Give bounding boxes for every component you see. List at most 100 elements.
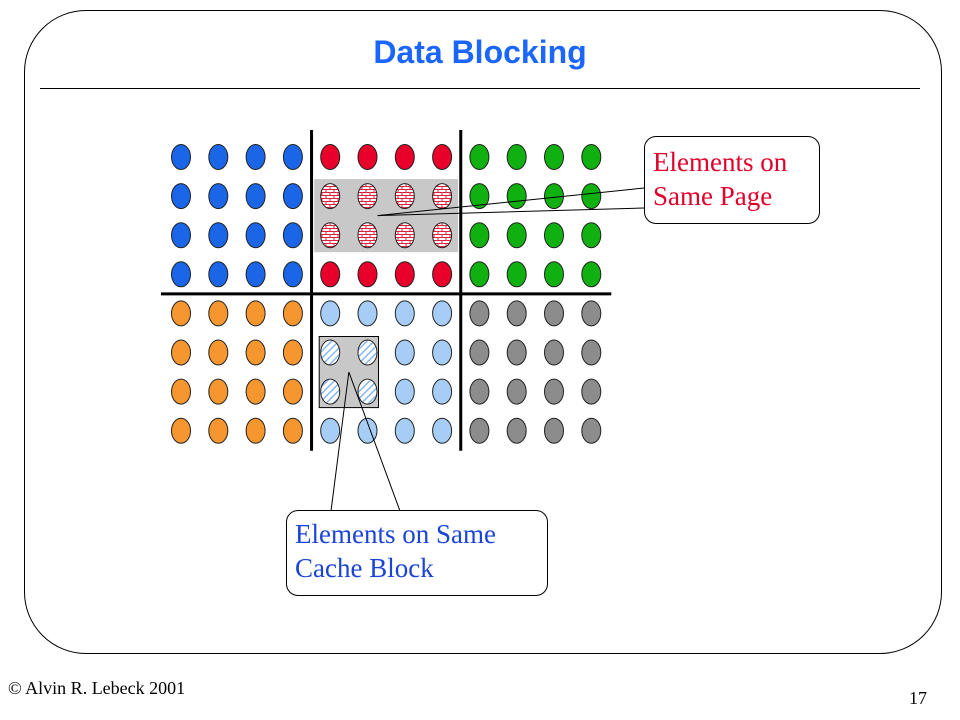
grid-element — [544, 417, 564, 444]
slide-title: Data Blocking — [373, 34, 587, 70]
callout-same-page: Elements on Same Page — [644, 136, 820, 224]
grid-element — [282, 222, 303, 249]
slide-frame — [24, 10, 942, 654]
grid-element — [282, 378, 303, 405]
grid-element — [282, 261, 303, 288]
title-divider — [40, 88, 920, 89]
grid-element — [208, 378, 229, 405]
grid-element — [581, 261, 602, 288]
grid-element — [245, 222, 266, 249]
page-element — [357, 222, 378, 249]
grid-element — [506, 261, 527, 288]
grid-element — [208, 222, 229, 249]
grid-element — [432, 300, 453, 327]
grid-element — [245, 261, 266, 288]
grid-element — [506, 222, 527, 249]
grid-element — [469, 417, 490, 444]
grid-element — [208, 144, 229, 170]
grid-element — [544, 144, 564, 170]
grid-element — [245, 300, 266, 327]
callout-same-page-line1: Elements on — [653, 147, 788, 177]
grid-element — [469, 222, 490, 249]
grid-element — [357, 261, 378, 288]
grid-element — [245, 339, 266, 366]
grid-element — [282, 339, 303, 366]
grid-element — [469, 339, 490, 366]
grid-element — [245, 417, 266, 444]
grid-element — [171, 222, 191, 249]
page-element — [432, 183, 453, 210]
grid-element — [432, 417, 453, 444]
grid-element — [320, 261, 341, 288]
grid-element — [506, 144, 527, 170]
page-element — [432, 222, 453, 249]
grid-element — [171, 183, 191, 210]
grid-element — [357, 300, 378, 327]
grid-element — [208, 417, 229, 444]
grid-element — [581, 300, 602, 327]
grid-element — [469, 183, 490, 210]
page-element — [357, 183, 378, 210]
callout-cache-line2: Cache Block — [295, 553, 434, 583]
grid-element — [171, 144, 191, 170]
grid-element — [282, 183, 303, 210]
grid-element — [245, 183, 266, 210]
grid-element — [171, 261, 191, 288]
grid-element — [320, 144, 341, 170]
grid-element — [394, 261, 415, 288]
grid-element — [320, 417, 341, 444]
grid-element — [208, 261, 229, 288]
grid-element — [581, 222, 602, 249]
grid-element — [171, 378, 191, 405]
cache-block-element — [320, 339, 341, 366]
grid-element — [208, 300, 229, 327]
grid-element — [544, 261, 564, 288]
grid-element — [469, 378, 490, 405]
grid-element — [506, 378, 527, 405]
grid-element — [394, 378, 415, 405]
grid-element — [581, 378, 602, 405]
cache-callout-leader — [330, 371, 401, 512]
page-element — [320, 183, 341, 210]
grid-element — [245, 144, 266, 170]
grid-element — [282, 300, 303, 327]
grid-element — [320, 300, 341, 327]
grid-element — [282, 417, 303, 444]
grid-element — [432, 261, 453, 288]
grid-element — [208, 183, 229, 210]
grid-element — [506, 339, 527, 366]
grid-element — [394, 300, 415, 327]
grid-element — [506, 183, 527, 210]
grid-element — [544, 300, 564, 327]
grid-element — [469, 300, 490, 327]
page-element — [394, 183, 415, 210]
grid-element — [432, 339, 453, 366]
callout-same-page-line2: Same Page — [653, 181, 773, 211]
grid-element — [469, 261, 490, 288]
copyright-footer: © Alvin R. Lebeck 2001 — [8, 678, 186, 698]
grid-element — [394, 144, 415, 170]
page-callout-leader — [377, 187, 645, 217]
grid-element — [208, 339, 229, 366]
grid-element — [282, 144, 303, 170]
grid-element — [394, 417, 415, 444]
grid-element — [469, 144, 490, 170]
grid-element — [394, 339, 415, 366]
grid-element — [581, 417, 602, 444]
grid-element — [432, 144, 453, 170]
grid-element — [581, 339, 602, 366]
grid-element — [506, 417, 527, 444]
page-element — [320, 222, 341, 249]
cache-block-element — [357, 378, 378, 405]
page-element — [394, 222, 415, 249]
grid-element — [357, 144, 378, 170]
grid-element — [432, 378, 453, 405]
grid-element — [544, 222, 564, 249]
grid-element — [171, 339, 191, 366]
grid-element — [581, 144, 602, 170]
grid-element — [506, 300, 527, 327]
grid-element — [544, 378, 564, 405]
callout-cache-line1: Elements on Same — [295, 519, 496, 549]
cache-block-element — [357, 339, 378, 366]
